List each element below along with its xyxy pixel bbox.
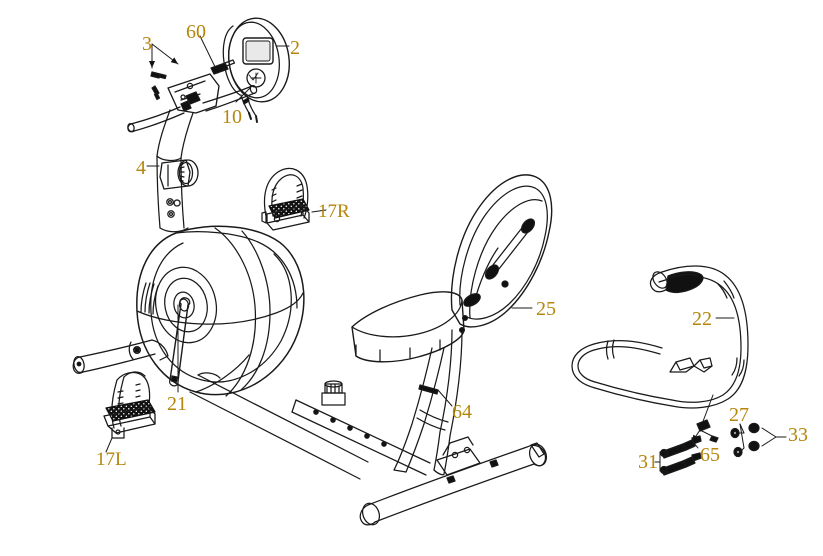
- upright-post-art: [156, 155, 199, 233]
- callout-label-33: 33: [788, 424, 808, 446]
- callout-label-25: 25: [536, 298, 556, 320]
- flat-washer-pair-art: [730, 423, 745, 458]
- callout-leader-17L: [105, 437, 113, 453]
- console-cable-art: [240, 94, 258, 123]
- callout-leader-17R: [311, 209, 327, 213]
- right-pedal-art: [261, 167, 310, 231]
- sensor-wire-art: [199, 35, 236, 75]
- callout-label-10: 10: [222, 106, 242, 128]
- left-pedal-art: [103, 371, 156, 439]
- callout-leader-10: [235, 87, 251, 103]
- flywheel-shroud-art: [136, 225, 305, 397]
- crank-arm-art: [169, 297, 191, 387]
- console-monitor-art: [222, 17, 290, 103]
- callout-label-17L: 17L: [96, 449, 127, 470]
- callout-label-31: 31: [638, 451, 658, 473]
- callout-leader-64: [418, 384, 453, 407]
- rear-handlebar-art: [571, 265, 749, 409]
- callout-label-65: 65: [700, 444, 720, 466]
- screw-pair-art: [149, 43, 179, 101]
- callout-label-4: 4: [136, 157, 146, 179]
- main-frame-beam-art: [189, 372, 431, 480]
- callout-label-27: 27: [729, 404, 749, 426]
- callout-label-2: 2: [290, 37, 300, 59]
- seat-assembly-art: [351, 174, 553, 476]
- callout-label-21: 21: [167, 393, 187, 415]
- domed-cap-nut-pair-art: [748, 422, 787, 452]
- rear-stabilizer-art: [359, 436, 548, 526]
- callout-label-17R: 17R: [318, 201, 350, 222]
- left-crank-tube-art: [72, 339, 169, 374]
- spring-clip-art: [691, 394, 719, 449]
- callout-label-3: 3: [142, 33, 152, 55]
- hex-bolt-pair-art: [654, 435, 702, 476]
- callout-label-60: 60: [186, 21, 206, 43]
- handlebar-art: [127, 73, 258, 162]
- callout-label-22: 22: [692, 308, 712, 330]
- callout-label-64: 64: [452, 401, 472, 423]
